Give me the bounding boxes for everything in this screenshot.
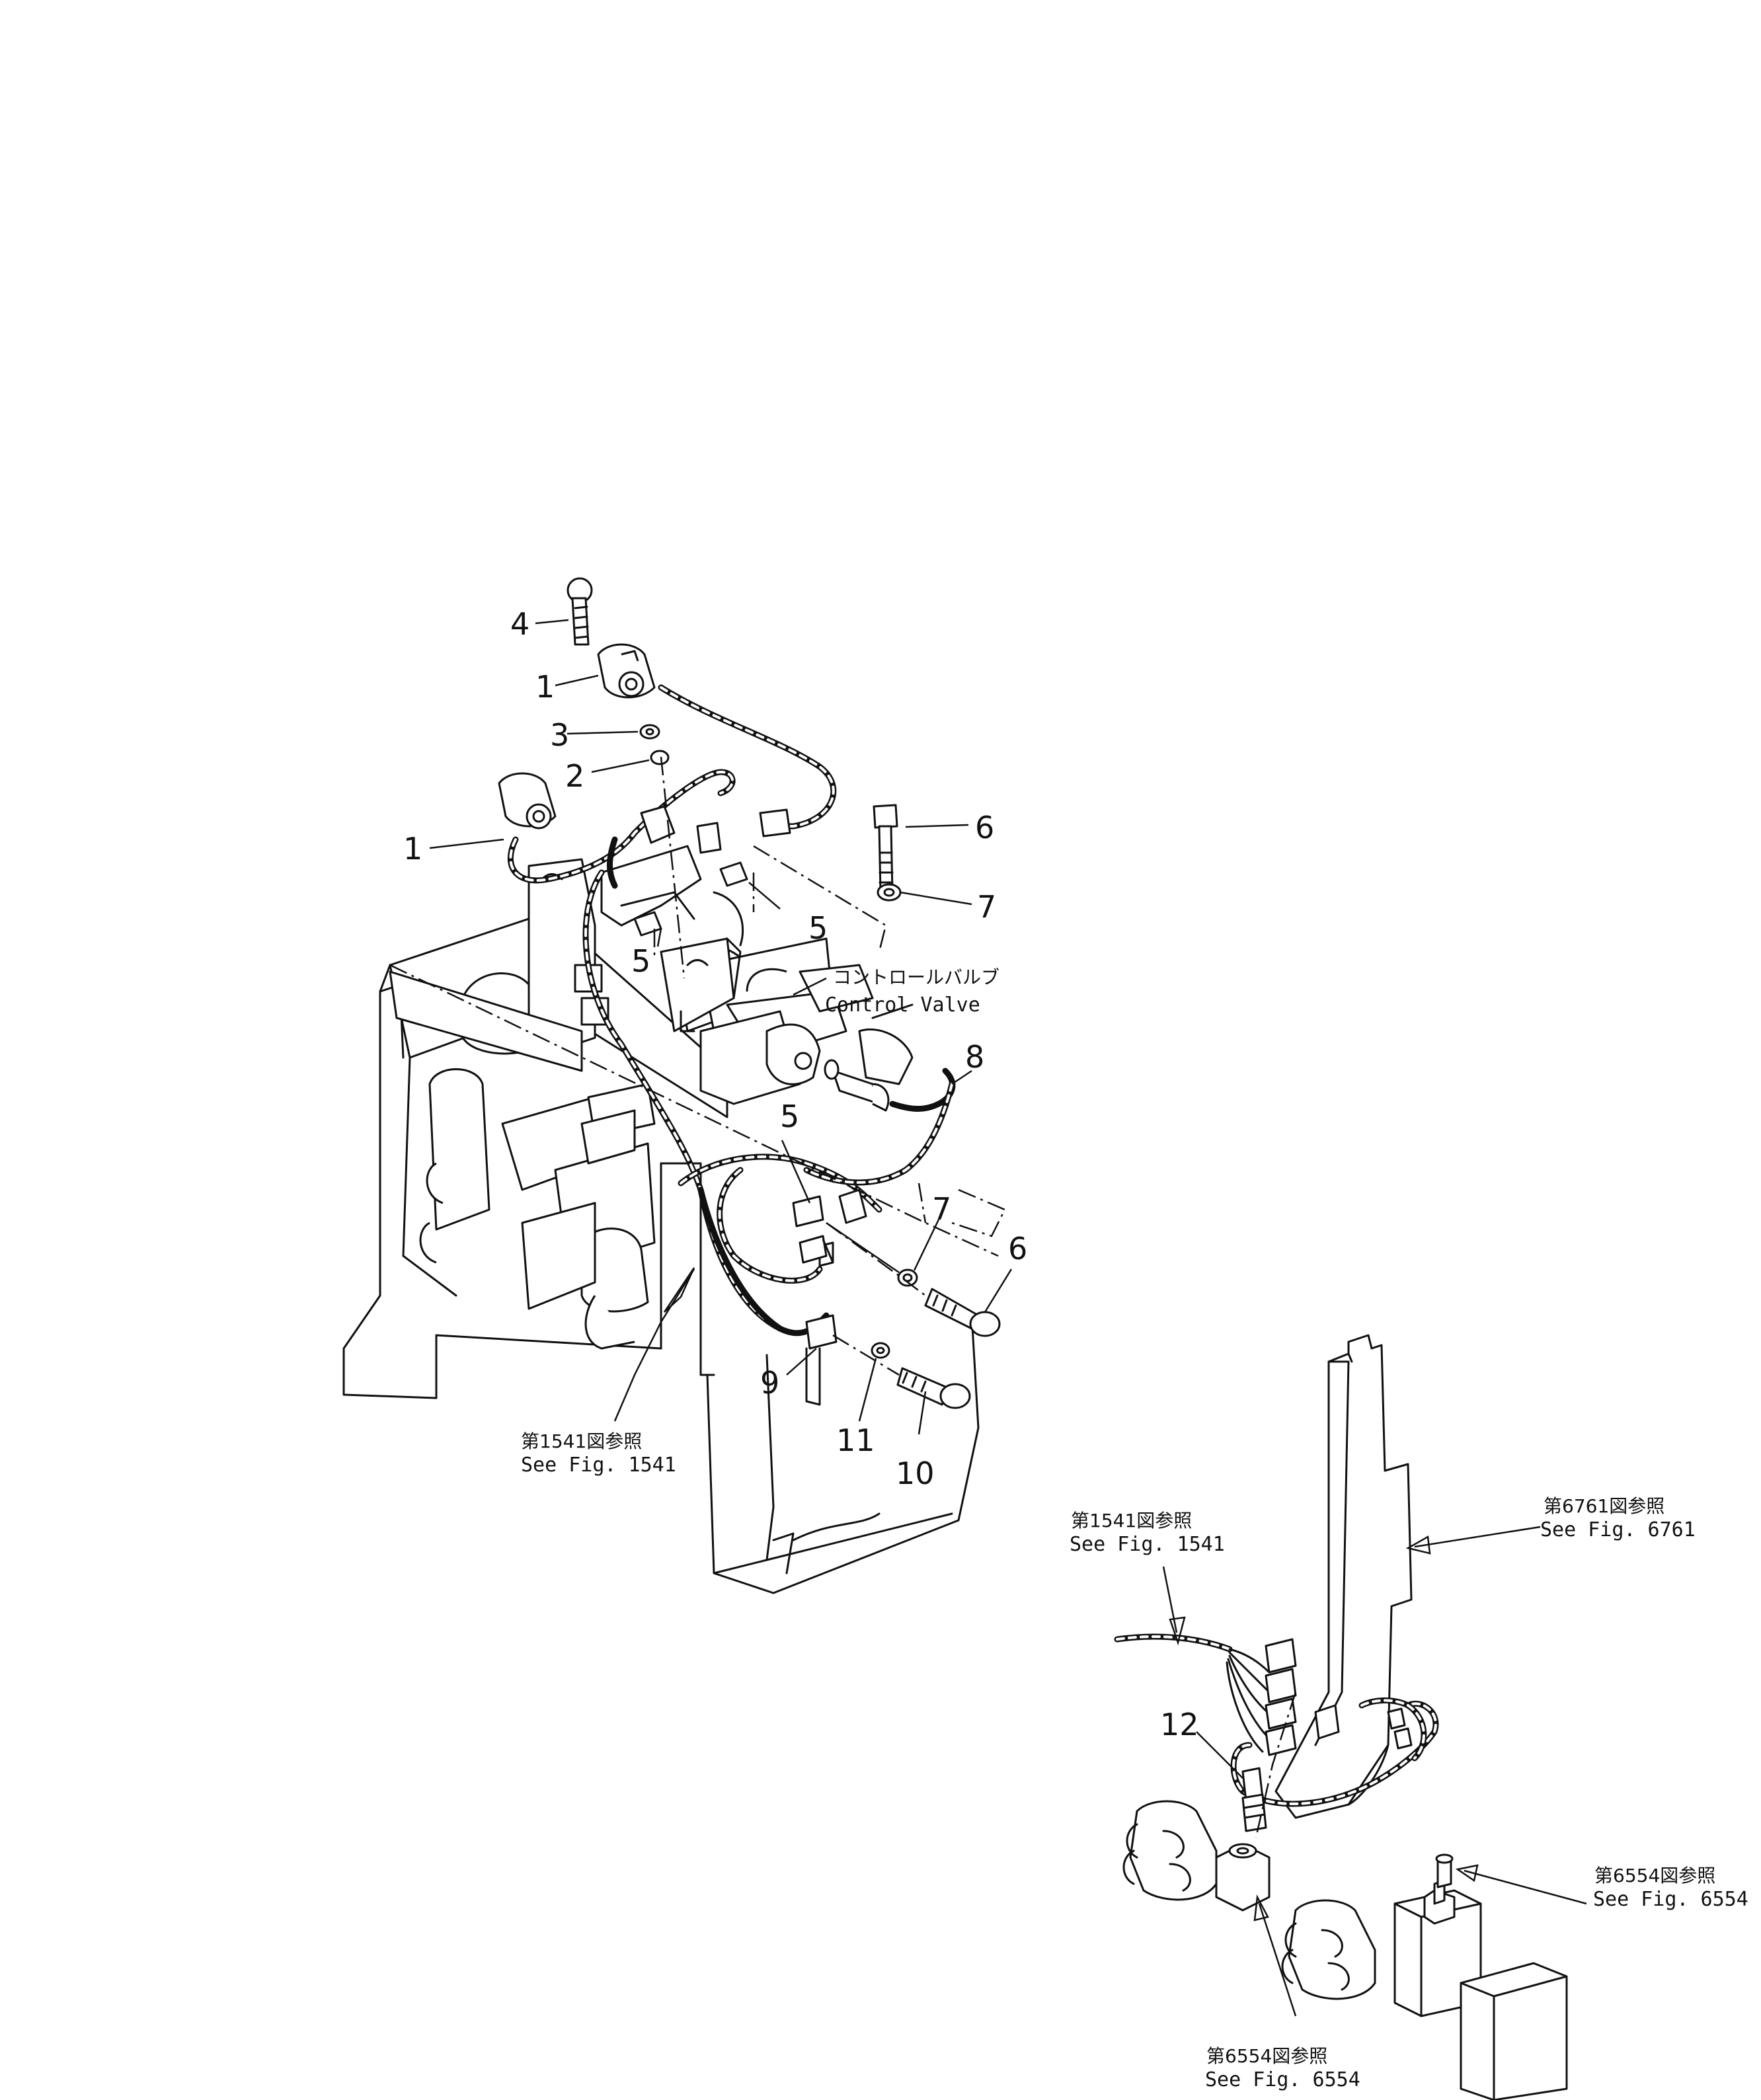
ref-fig-1541-main: 第1541図参照 See Fig. 1541 [521,1430,676,1477]
clip-5-upper [719,861,748,887]
callout-12: 12 [1160,1707,1199,1742]
valve-block-right [1281,1853,1568,2100]
ref-6554-right-jp: 第6554図参照 [1594,1865,1715,1886]
connectors [640,805,867,1267]
control-valve [419,845,914,1350]
callout-6b: 6 [1008,1231,1027,1266]
callout-5b: 5 [631,943,650,979]
center-line-detail [1255,1692,1297,1838]
callout-4: 4 [510,606,529,642]
callout-8: 8 [965,1039,984,1075]
ref-1541-detail-en: See Fig. 1541 [1070,1533,1225,1556]
o-ring-2 [650,750,670,765]
detail-assembly: 12 第1541図参照 See Fig. 1541 第6761図参照 See F… [1070,1334,1748,2100]
bolt-10 [896,1367,971,1409]
leader-lines-detail [1162,1526,1587,2017]
cross-member [389,970,583,1072]
ref-fig-6554-bottom: 第6554図参照 See Fig. 6554 [1205,2045,1360,2091]
callout-9: 9 [760,1365,779,1401]
callout-2: 2 [565,758,584,794]
valve-block-left [1122,1800,1271,1912]
ref-6554-bottom-jp: 第6554図参照 [1206,2045,1327,2067]
callout-6a: 6 [975,810,994,845]
ref-fig-6761: 第6761図参照 See Fig. 6761 [1540,1495,1696,1541]
control-valve-label-jp: コントロールバルブ [833,966,999,988]
cable-bundle [1114,1633,1340,1756]
callout-11: 11 [836,1422,875,1458]
callout-1b: 1 [403,831,422,867]
control-valve-label: コントロールバルブ Control Valve [825,966,999,1017]
ref-6761-en: See Fig. 6761 [1540,1518,1696,1541]
callout-10: 10 [896,1456,935,1491]
clip-9 [805,1314,838,1406]
harness-loop-detail [1230,1697,1439,1807]
bolt-4 [567,577,593,646]
ref-fig-6554-right: 第6554図参照 See Fig. 6554 [1593,1865,1748,1911]
ref-6554-bottom-en: See Fig. 6554 [1205,2068,1360,2091]
callout-7b: 7 [932,1191,951,1227]
callout-5c: 5 [780,1099,799,1134]
clip-5-lower [792,1195,824,1227]
leader-lines-main [429,619,1013,1435]
ref-1541-main-en: See Fig. 1541 [521,1454,676,1477]
wiring-harness-upper [507,684,837,889]
clip-5-mid [633,911,662,937]
callout-7a: 7 [977,889,996,925]
main-assembly: 4 1 3 2 1 6 7 5 5 8 5 7 6 9 11 10 コントロール… [342,577,1027,1594]
callout-3: 3 [550,717,569,753]
ref-6554-right-en: See Fig. 6554 [1593,1888,1748,1911]
callouts-main: 4 1 3 2 1 6 7 5 5 8 5 7 6 9 11 10 [403,606,1027,1491]
ref-fig-1541-detail: 第1541図参照 See Fig. 1541 [1070,1510,1225,1556]
solenoid-valve-lower [498,772,557,830]
block-small [580,1109,636,1165]
bolt-6-upper [873,804,898,894]
sensor-12 [1241,1767,1267,1832]
center-lines [389,756,1006,1376]
ref-1541-main-jp: 第1541図参照 [521,1430,642,1452]
sensor-8 [824,1059,890,1112]
callout-1a: 1 [535,669,555,705]
control-valve-label-en: Control Valve [825,993,980,1017]
solenoid-valve-upper [597,643,656,699]
ref-1541-detail-jp: 第1541図参照 [1071,1510,1192,1532]
bolt-6-lower [924,1288,1001,1337]
ref-6761-jp: 第6761図参照 [1544,1495,1664,1517]
callout-5a: 5 [808,910,828,946]
